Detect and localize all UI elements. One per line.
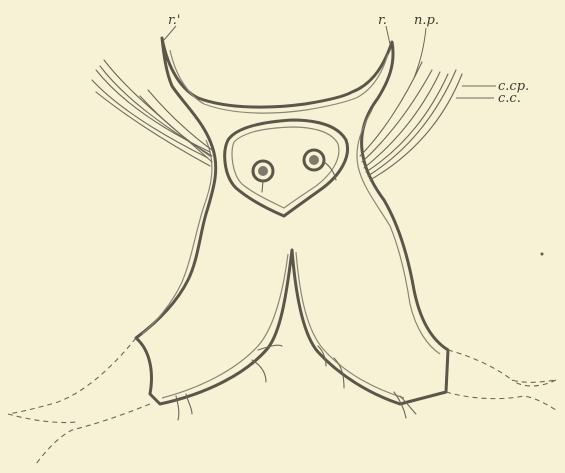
left-foramen-core <box>258 166 268 176</box>
label-cc: c.c. <box>498 91 521 106</box>
cranium-outer-outline <box>136 38 448 404</box>
stray-dot <box>541 253 544 256</box>
right-dashed-continuation <box>446 350 556 410</box>
right-foramen-core <box>309 155 319 165</box>
lower-nerve-branches <box>176 345 416 420</box>
right-nerve-bundle <box>360 62 462 180</box>
label-np: n.p. <box>414 13 439 28</box>
r-leader <box>386 26 390 44</box>
left-dashed-continuation <box>8 338 150 464</box>
label-r-prime: r.' <box>168 13 181 28</box>
label-r: r. <box>378 13 387 28</box>
np-leader <box>414 28 426 78</box>
left-foramen-stalk <box>262 181 263 192</box>
r-prime-leader <box>164 26 176 40</box>
